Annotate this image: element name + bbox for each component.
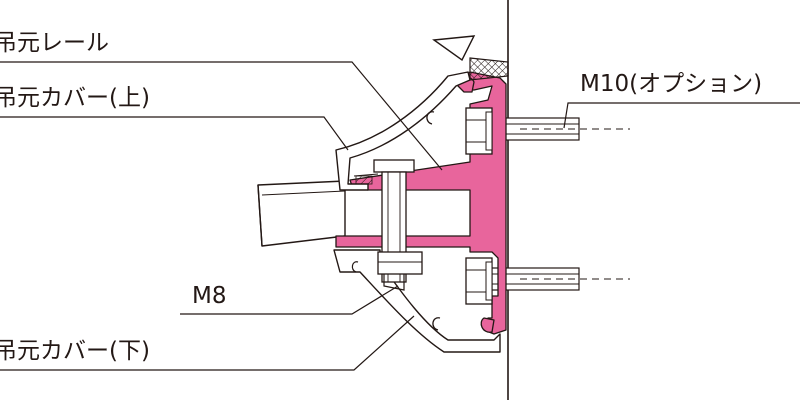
clip-left: [351, 261, 359, 273]
view-marker-icon: [432, 35, 476, 62]
clip-upper: [426, 111, 435, 125]
leader-rail: [0, 61, 443, 171]
m8-bolt: [373, 159, 423, 291]
seal-top: [469, 57, 509, 81]
m10-bolt-lower: [488, 267, 630, 291]
pad: [355, 175, 373, 185]
m10-bolt-upper: [488, 117, 630, 141]
lower-cover-shape: [333, 249, 501, 353]
nut-lower: [465, 257, 493, 305]
nut-upper: [465, 107, 493, 155]
label-cover-upper: 吊元カバー(上): [0, 85, 150, 111]
label-m10: M10(オプション): [580, 71, 763, 97]
label-cover-lower: 吊元カバー(下): [0, 338, 150, 364]
clip-lower: [432, 317, 441, 331]
leader-m8: [180, 285, 399, 315]
leader-m10: [563, 102, 800, 129]
label-m8: M8: [192, 283, 227, 309]
label-rail: 吊元レール: [0, 30, 109, 56]
beam: [257, 180, 346, 247]
rail-body: [335, 71, 507, 335]
leader-cover-upper: [0, 116, 349, 151]
leader-cover-lower: [0, 315, 415, 371]
